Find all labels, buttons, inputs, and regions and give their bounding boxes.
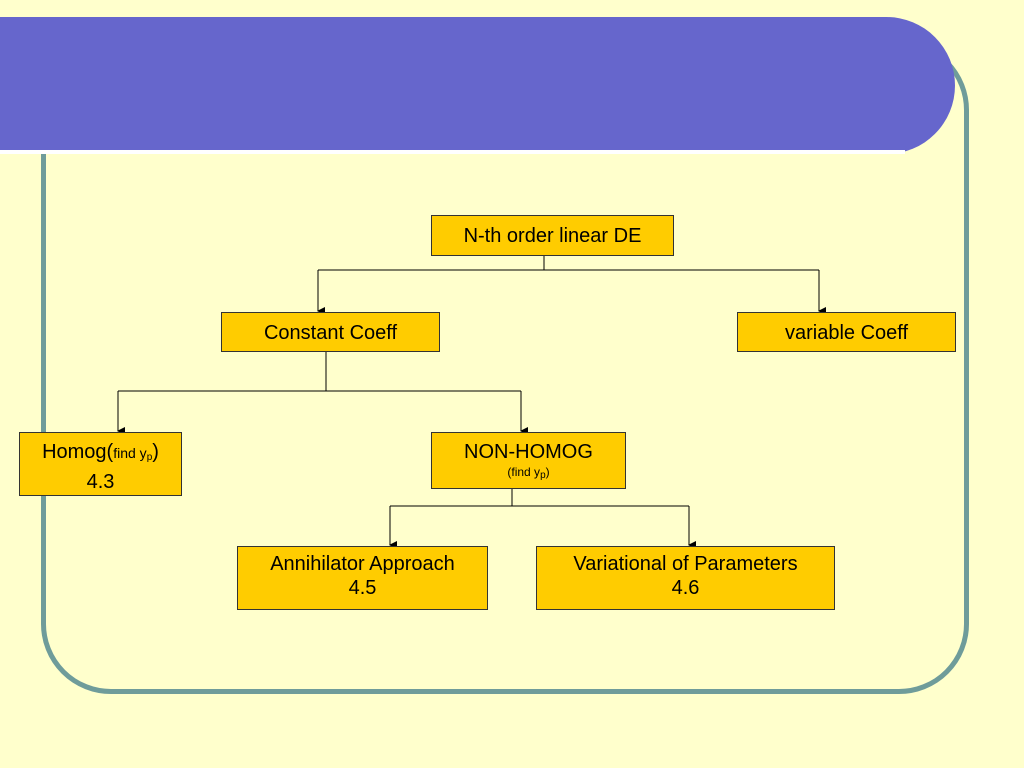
node-non-homog: NON-HOMOG (find yp) <box>431 432 626 489</box>
node-homog: Homog(find yp) 4.3 <box>19 432 182 496</box>
title-banner <box>0 17 955 154</box>
node-constant-coeff: Constant Coeff <box>221 312 440 352</box>
node-homog-section: 4.3 <box>86 471 115 493</box>
node-homog-title: Homog(find yp) <box>42 441 159 463</box>
node-variational-of-parameters-section: 4.6 <box>671 577 700 599</box>
node-annihilator-approach-section: 4.5 <box>348 577 377 599</box>
node-nth-order-linear-de: N-th order linear DE <box>431 215 674 256</box>
node-annihilator-approach-title: Annihilator Approach <box>270 553 455 575</box>
node-annihilator-approach: Annihilator Approach 4.5 <box>237 546 488 610</box>
node-variable-coeff-label: variable Coeff <box>784 322 909 344</box>
node-constant-coeff-label: Constant Coeff <box>263 322 398 344</box>
banner-underline <box>0 150 905 154</box>
node-variable-coeff: variable Coeff <box>737 312 956 352</box>
node-non-homog-title: NON-HOMOG <box>464 441 593 463</box>
node-variational-of-parameters-title: Variational of Parameters <box>573 553 798 575</box>
node-non-homog-hint: (find yp) <box>507 465 550 481</box>
node-variational-of-parameters: Variational of Parameters 4.6 <box>536 546 835 610</box>
node-nth-order-linear-de-label: N-th order linear DE <box>463 225 642 247</box>
